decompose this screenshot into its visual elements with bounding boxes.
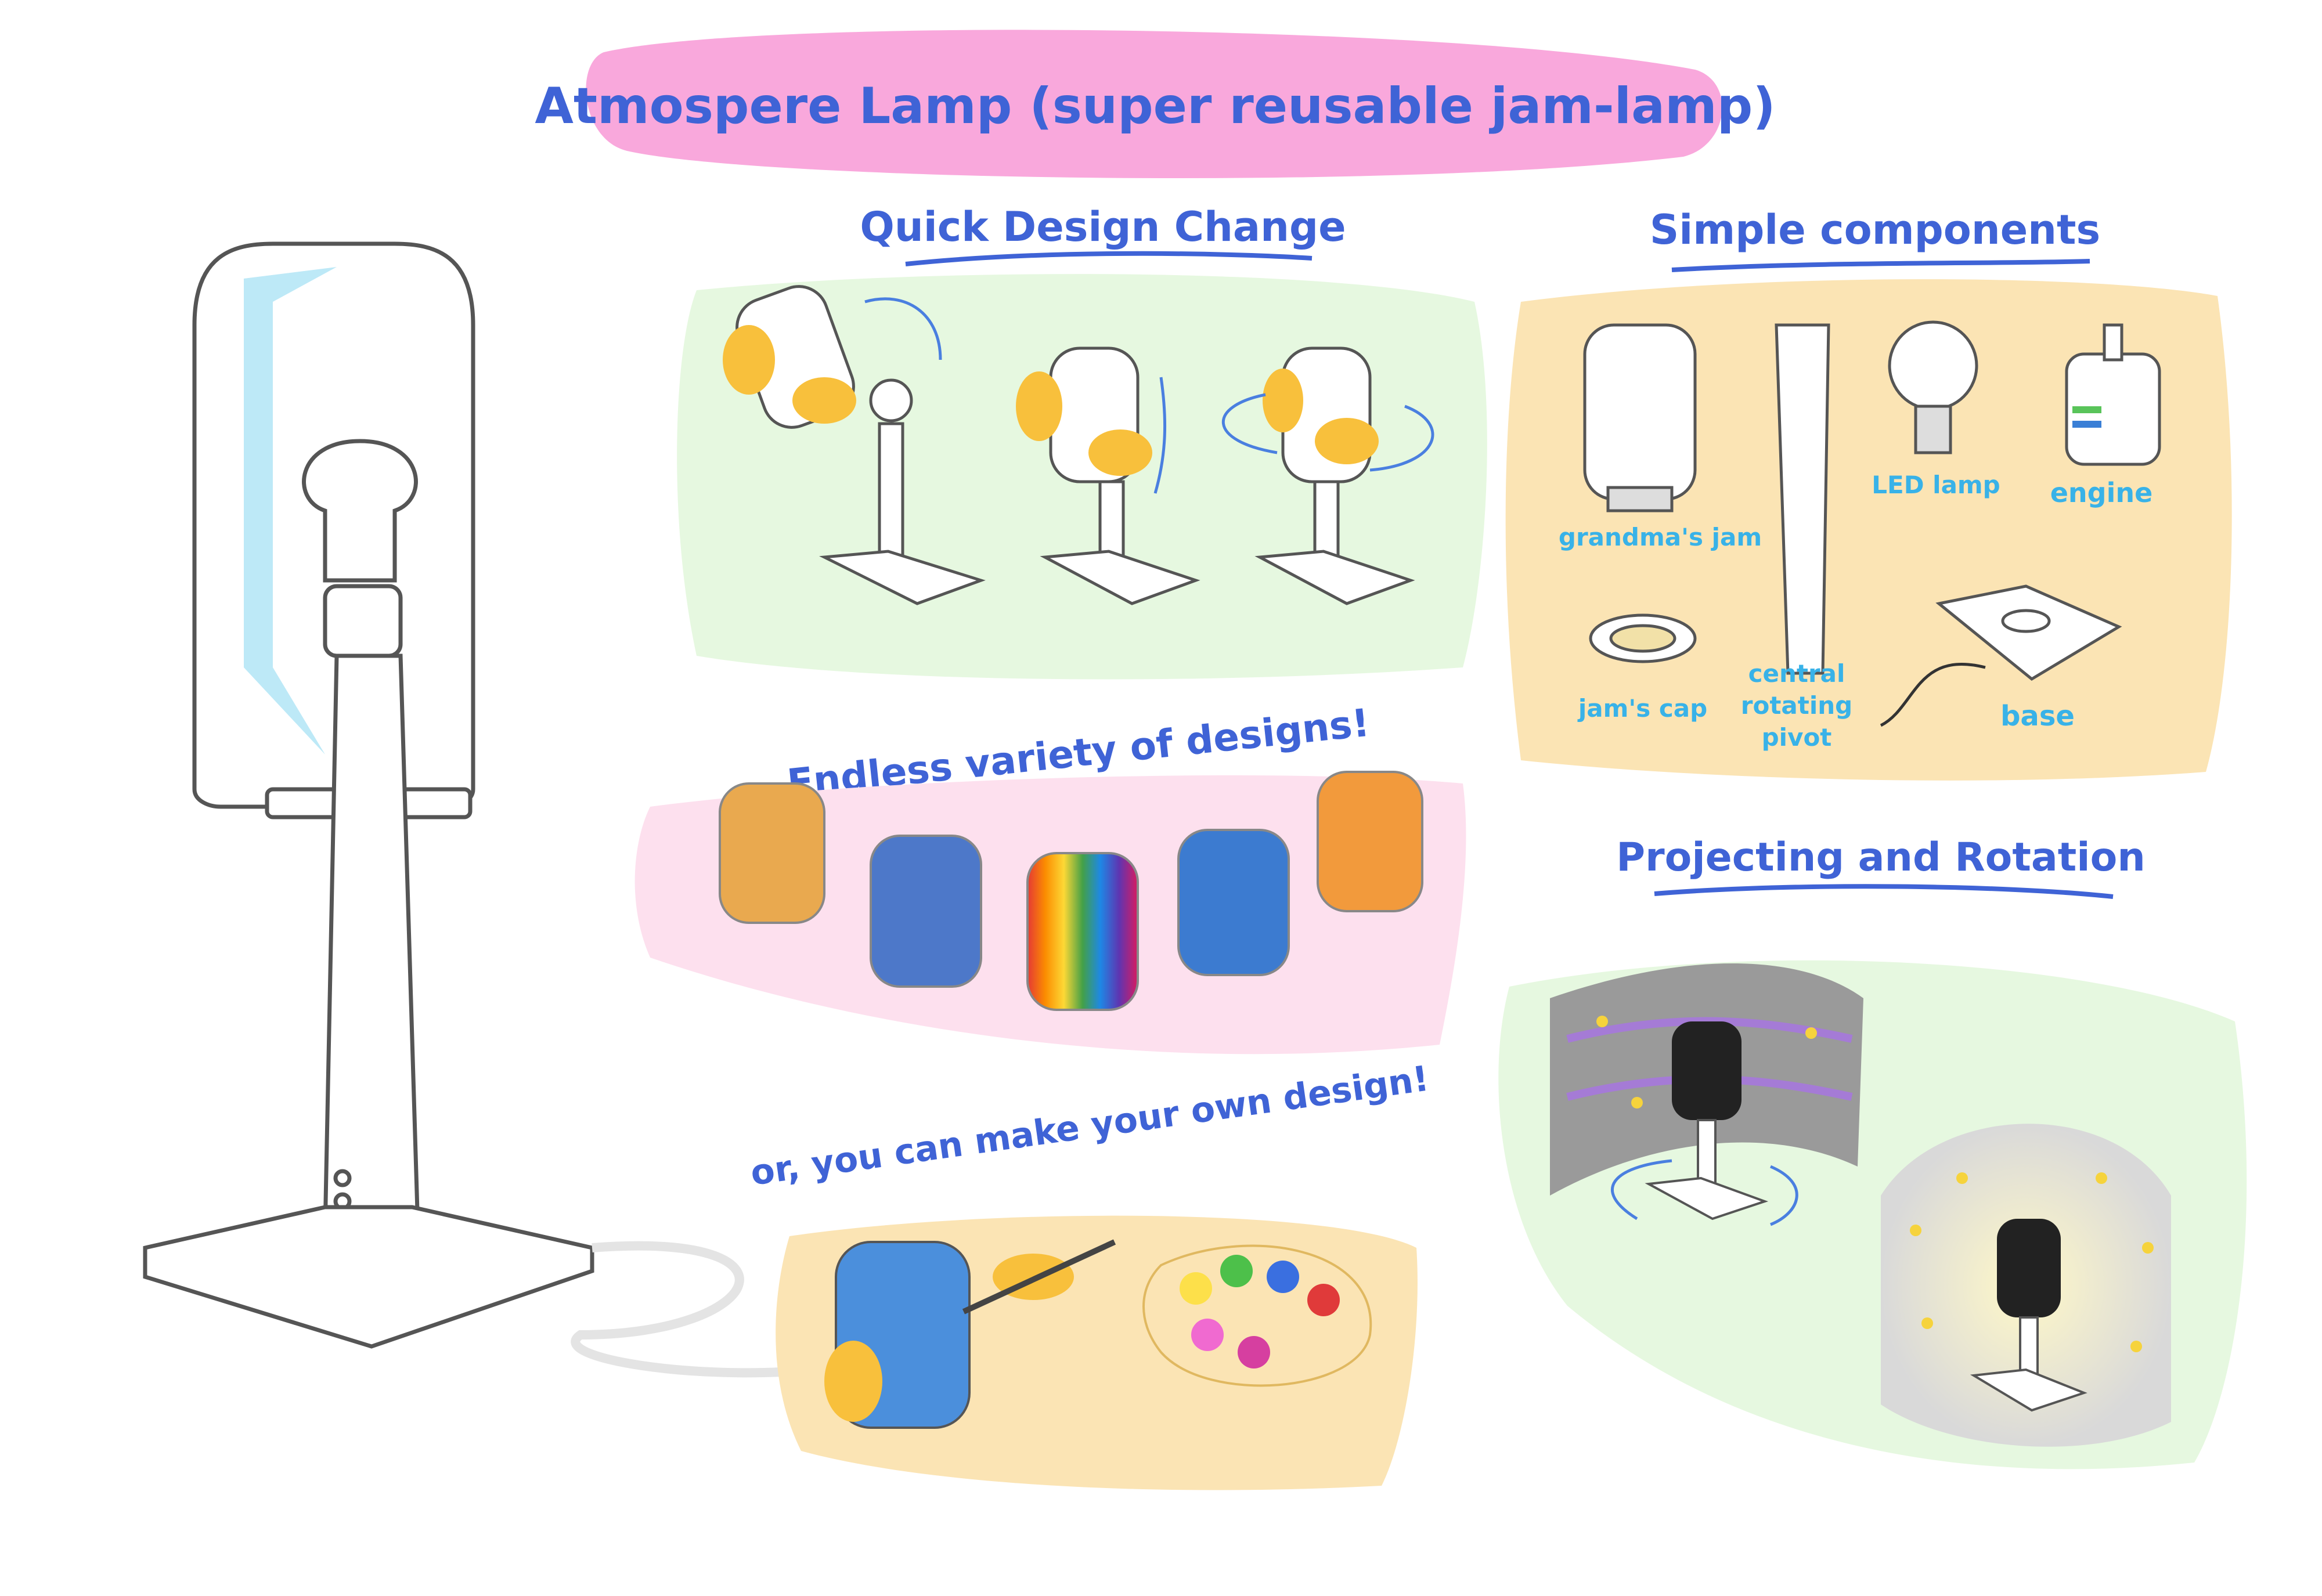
star-icon [2142, 1242, 2154, 1254]
led-lamp-part [1888, 320, 1978, 411]
main-lamp-bulb [302, 439, 418, 583]
star-icon [1956, 1172, 1968, 1184]
component-label-base: base [2000, 700, 2075, 732]
jam-jar-part [1583, 323, 1697, 501]
engine-led-blue [2072, 421, 2101, 428]
paint-blob-yellow [1180, 1272, 1212, 1305]
power-cable [571, 1241, 813, 1378]
design-variants [719, 771, 1423, 1011]
paint-blob-green [1220, 1255, 1253, 1287]
base-hole [2001, 609, 2051, 633]
star-icon [1910, 1225, 1921, 1236]
rotate-arrow-right [1770, 1165, 1798, 1226]
star-icon [1805, 1027, 1817, 1039]
star-icon [1596, 1016, 1608, 1027]
jam-cap-inner [1609, 624, 1676, 653]
step-1-base [819, 550, 986, 605]
glass-highlight [244, 267, 337, 754]
star-icon [2130, 1341, 2142, 1352]
main-lamp-illustration [143, 241, 594, 1349]
component-label-cap: jam's cap [1577, 694, 1707, 723]
paint-blob-red [1307, 1284, 1340, 1316]
engine-led-green [2072, 406, 2101, 413]
down-arrow [1153, 377, 1167, 494]
step-3-hand [1263, 369, 1303, 432]
painting-illustration [824, 1239, 1372, 1429]
variant-ocean-jar [1177, 829, 1290, 976]
projecting-underline [1654, 884, 2114, 899]
jam-jar-rim [1606, 486, 1674, 512]
components-underline [1671, 259, 2090, 272]
main-lamp-socket [323, 584, 403, 658]
paint-blob-magenta [1238, 1336, 1270, 1368]
rotating-lamp-base [1645, 1176, 1769, 1221]
components-parts [1583, 320, 2161, 727]
step-2-hand [1016, 371, 1062, 441]
projection-streak [1566, 1017, 1853, 1043]
starry-lamp-base [1970, 1368, 2087, 1412]
rotating-lamp-pivot [1697, 1119, 1717, 1191]
paint-blob-pink [1191, 1319, 1224, 1351]
own-design-heading: or, you can make your own design! [748, 1059, 1432, 1194]
rotate-arrow-right [1369, 405, 1434, 472]
step-3 [1221, 346, 1434, 605]
star-icon [1921, 1317, 1933, 1329]
step-3-base [1254, 550, 1415, 605]
paint-brush [962, 1239, 1116, 1315]
base-cable [1880, 663, 1986, 727]
rotating-dark-jar [1672, 1021, 1742, 1120]
rotate-arrow-left [1610, 1159, 1672, 1221]
component-label-jam: grandma's jam [1559, 523, 1762, 551]
star-icon [2096, 1172, 2107, 1184]
engine-shaft [2103, 323, 2123, 362]
component-label-pivot-2: rotating [1741, 691, 1852, 720]
step-1-hand [792, 377, 856, 424]
variant-mosaic-jar [719, 782, 825, 924]
quick-design-steps [723, 285, 1434, 605]
paint-blob-blue [1267, 1261, 1299, 1293]
component-label-pivot-1: central [1748, 659, 1845, 688]
variant-food-jar [1317, 771, 1423, 912]
star-icon [1631, 1097, 1643, 1108]
holding-hand [824, 1341, 882, 1422]
starry-dark-jar [1997, 1219, 2061, 1317]
step-1-bulb [869, 378, 913, 423]
step-1-hand [723, 325, 775, 395]
variant-rainbow-jar [1026, 852, 1139, 1011]
projection-rotating [1550, 963, 1863, 1226]
step-1-pivot [878, 422, 904, 570]
step-2-base [1040, 550, 1200, 605]
variant-christmas-jar [870, 835, 982, 988]
led-lamp-screw [1914, 405, 1952, 454]
central-pivot-part [1775, 323, 1830, 675]
title-blob [586, 30, 1722, 179]
quick-design-heading: Quick Design Change [860, 203, 1346, 251]
quick-design-underline [905, 251, 1313, 266]
step-2 [1016, 346, 1200, 605]
step-2-hand [1088, 429, 1152, 476]
projection-stars [1596, 1016, 2171, 1447]
components-heading: Simple components [1650, 206, 2100, 254]
component-label-pivot-3: pivot [1762, 723, 1832, 752]
main-lamp-button-1 [333, 1169, 352, 1187]
step-1 [723, 285, 986, 605]
component-label-engine: engine [2050, 477, 2153, 508]
projecting-heading: Projecting and Rotation [1616, 835, 2145, 880]
rotate-arrow-left [1221, 393, 1278, 454]
main-lamp-base [143, 1205, 594, 1349]
step-3-hand [1315, 418, 1379, 464]
page-title: Atmospere Lamp (super reusable jam-lamp) [535, 77, 1775, 135]
component-label-led: LED lamp [1872, 471, 2000, 499]
main-lamp-pivot [323, 653, 420, 1233]
rotate-arrow [864, 297, 942, 360]
